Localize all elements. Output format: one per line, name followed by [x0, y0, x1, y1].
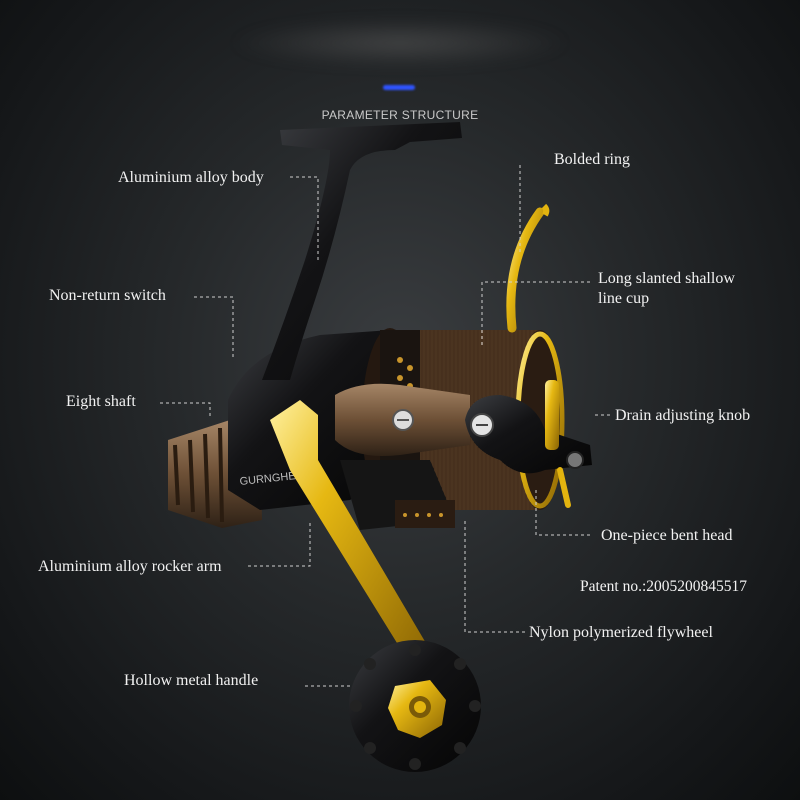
leader-bent-head	[535, 488, 590, 536]
label-nylon-polymerized-flywheel: Nylon polymerized flywheel	[529, 624, 713, 641]
label-hollow-metal-handle: Hollow metal handle	[124, 672, 259, 689]
label-non-return-switch: Non-return switch	[49, 287, 166, 304]
label-drain-adjusting-knob: Drain adjusting knob	[615, 407, 751, 424]
title-accent-bar	[383, 85, 415, 90]
label-aluminium-alloy-body: Aluminium alloy body	[118, 169, 264, 186]
bent-head	[465, 395, 592, 474]
bail-wire	[506, 207, 545, 333]
label-long-slanted-line-cup-1: Long slanted shallow	[598, 270, 735, 287]
leader-line-cup	[481, 281, 590, 345]
leader-flywheel	[464, 520, 525, 633]
handle-knob	[349, 640, 481, 772]
leader-rocker-arm	[248, 520, 311, 567]
patent-number: Patent no.:2005200845517	[580, 578, 748, 595]
reel-stem	[262, 122, 462, 380]
label-one-piece-bent-head: One-piece bent head	[601, 527, 733, 544]
label-long-slanted-line-cup-2: line cup	[598, 290, 650, 307]
drain-knob	[545, 380, 559, 450]
label-eight-shaft: Eight shaft	[66, 393, 136, 410]
blurred-background-text	[230, 18, 570, 68]
rocker-arm	[270, 400, 430, 664]
label-aluminium-alloy-rocker-arm: Aluminium alloy rocker arm	[38, 558, 222, 575]
leader-eight-shaft	[160, 402, 211, 418]
leader-aluminium-alloy-body	[290, 176, 319, 260]
diagram-title: PARAMETER STRUCTURE	[321, 108, 479, 122]
leader-non-return-switch	[194, 296, 234, 360]
label-bolded-ring: Bolded ring	[554, 151, 630, 168]
